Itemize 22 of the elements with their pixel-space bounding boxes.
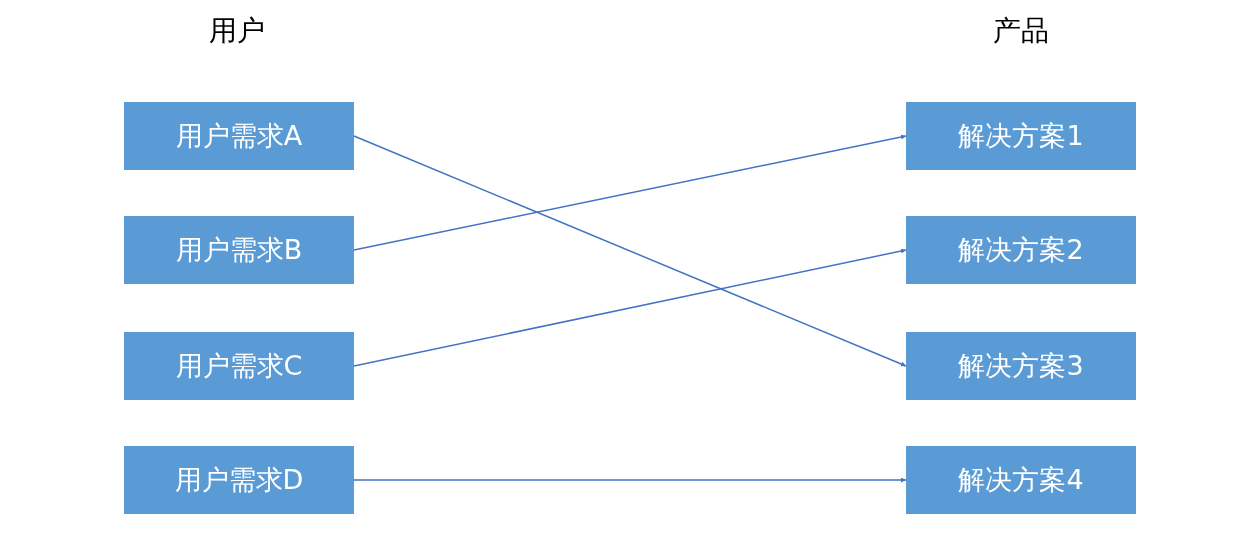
arrow: [353, 248, 907, 367]
process-box: [124, 102, 354, 170]
box-label: 用户需求C: [175, 349, 303, 383]
box-label: 解决方案3: [958, 349, 1084, 383]
process-box: [906, 446, 1136, 514]
arrow: [353, 134, 907, 251]
process-box: [124, 332, 354, 400]
process-box: [124, 216, 354, 284]
column-heading: 用户: [209, 13, 265, 49]
process-box: [124, 446, 354, 514]
box-label: 用户需求B: [175, 233, 303, 267]
box-label: 解决方案2: [958, 233, 1084, 267]
column-heading: 产品: [993, 13, 1049, 49]
process-box: [906, 332, 1136, 400]
process-box: [906, 102, 1136, 170]
arrow: [353, 477, 907, 483]
box-label: 用户需求A: [175, 119, 303, 153]
box-label: 解决方案1: [958, 119, 1084, 153]
arrow: [353, 135, 907, 367]
box-label: 解决方案4: [958, 463, 1084, 497]
box-label: 用户需求D: [174, 463, 304, 497]
process-box: [906, 216, 1136, 284]
